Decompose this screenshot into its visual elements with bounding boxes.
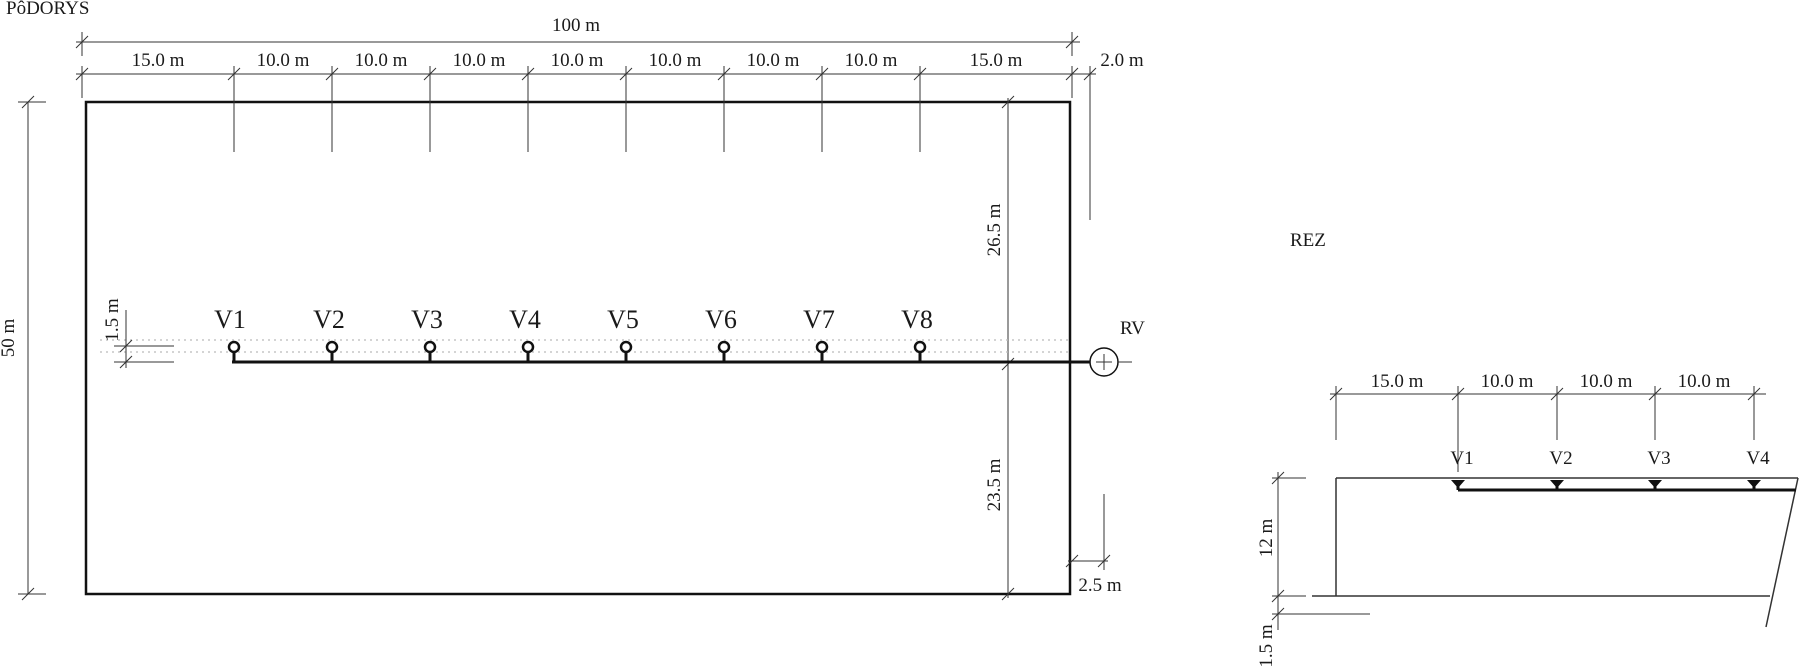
- well-v8[interactable]: V8: [901, 305, 933, 362]
- section-well-v4-label: V4: [1746, 448, 1770, 469]
- well-v1-label: V1: [214, 305, 246, 334]
- spacing-label-2: 10.0 m: [257, 50, 310, 71]
- well-v1-symbol: [227, 340, 241, 354]
- terrain-slope: [1765, 477, 1799, 628]
- total-length-dimension: 100 m: [75, 15, 1080, 56]
- well-v2[interactable]: V2: [313, 305, 345, 362]
- manhole-rv[interactable]: RV: [1089, 318, 1145, 377]
- total-length-label: 100 m: [552, 15, 600, 36]
- section-spacing-1: 15.0 m: [1371, 371, 1424, 392]
- section-spacing-4: 10.0 m: [1678, 371, 1731, 392]
- spacing-label-8: 10.0 m: [845, 50, 898, 71]
- well-v4-symbol: [521, 340, 535, 354]
- well-v5[interactable]: V5: [607, 305, 639, 362]
- section-spacing-2: 10.0 m: [1481, 371, 1534, 392]
- section-view: REZ 15.0 m 10.0 m 10.0 m 10.0 m: [1256, 230, 1799, 668]
- plan-title: PôDORYS: [6, 0, 89, 19]
- bottom-offset-label: 2.5 m: [1078, 575, 1122, 596]
- well-v4[interactable]: V4: [509, 305, 541, 362]
- upper-distance-label: 26.5 m: [984, 203, 1005, 256]
- manhole-label: RV: [1120, 318, 1145, 339]
- spacing-label-5: 10.0 m: [551, 50, 604, 71]
- well-v1[interactable]: V1: [214, 305, 246, 362]
- well-v6-label: V6: [705, 305, 737, 334]
- section-depth-label: 1.5 m: [1256, 624, 1277, 668]
- well-v5-label: V5: [607, 305, 639, 334]
- well-v2-symbol: [325, 340, 339, 354]
- spacing-label-3: 10.0 m: [355, 50, 408, 71]
- bottom-offset-dimension: 2.5 m: [1065, 494, 1122, 596]
- spacing-label-4: 10.0 m: [453, 50, 506, 71]
- well-v6[interactable]: V6: [705, 305, 737, 362]
- site-outline: [84, 100, 1072, 596]
- section-well-v4[interactable]: V4: [1746, 448, 1770, 490]
- section-well-v3-marker: [1648, 480, 1662, 488]
- well-v7[interactable]: V7: [803, 305, 835, 362]
- spacing-label-9: 15.0 m: [970, 50, 1023, 71]
- section-well-v2-label: V2: [1549, 448, 1572, 469]
- section-well-v1-label: V1: [1450, 448, 1473, 469]
- well-v6-symbol: [717, 340, 731, 354]
- side-distance-dimension: 26.5 m 23.5 m: [984, 95, 1015, 601]
- section-well-v2-marker: [1550, 480, 1564, 488]
- height-label: 50 m: [0, 319, 19, 358]
- height-dimension: 50 m: [0, 95, 46, 601]
- right-offset-label: 2.0 m: [1100, 50, 1144, 71]
- section-well-v3-label: V3: [1647, 448, 1670, 469]
- spacing-dimension-chain: 15.0 m 10.0 m 10.0 m 10.0 m 10.0 m 10.0 …: [75, 50, 1144, 220]
- line-offset-dimension: 1.5 m: [100, 298, 1072, 369]
- well-v8-label: V8: [901, 305, 933, 334]
- well-v3-symbol: [423, 340, 437, 354]
- well-v2-label: V2: [313, 305, 345, 334]
- well-v8-symbol: [913, 340, 927, 354]
- spacing-label-7: 10.0 m: [747, 50, 800, 71]
- well-v4-label: V4: [509, 305, 541, 334]
- section-well-v1-marker: [1451, 480, 1465, 488]
- section-height-dimension: 12 m 1.5 m: [1256, 471, 1370, 668]
- spacing-label-6: 10.0 m: [649, 50, 702, 71]
- well-v5-symbol: [619, 340, 633, 354]
- section-well-v1[interactable]: V1: [1450, 448, 1474, 488]
- section-well-v2[interactable]: V2: [1549, 448, 1573, 490]
- section-well-v4-marker: [1747, 480, 1761, 488]
- section-title: REZ: [1290, 230, 1326, 251]
- well-v7-symbol: [815, 340, 829, 354]
- section-spacing-3: 10.0 m: [1580, 371, 1633, 392]
- section-well-v3[interactable]: V3: [1647, 448, 1671, 490]
- lower-distance-label: 23.5 m: [984, 458, 1005, 511]
- section-spacing-chain: 15.0 m 10.0 m 10.0 m 10.0 m: [1329, 371, 1766, 472]
- well-v3-label: V3: [411, 305, 443, 334]
- section-height-label: 12 m: [1256, 519, 1277, 558]
- well-v7-label: V7: [803, 305, 835, 334]
- well-v3[interactable]: V3: [411, 305, 443, 362]
- wells: V1 V2 V3 V4 V5: [214, 305, 933, 362]
- line-offset-label: 1.5 m: [102, 298, 123, 342]
- plan-view: PôDORYS 100 m: [0, 0, 1145, 601]
- spacing-label-1: 15.0 m: [132, 50, 185, 71]
